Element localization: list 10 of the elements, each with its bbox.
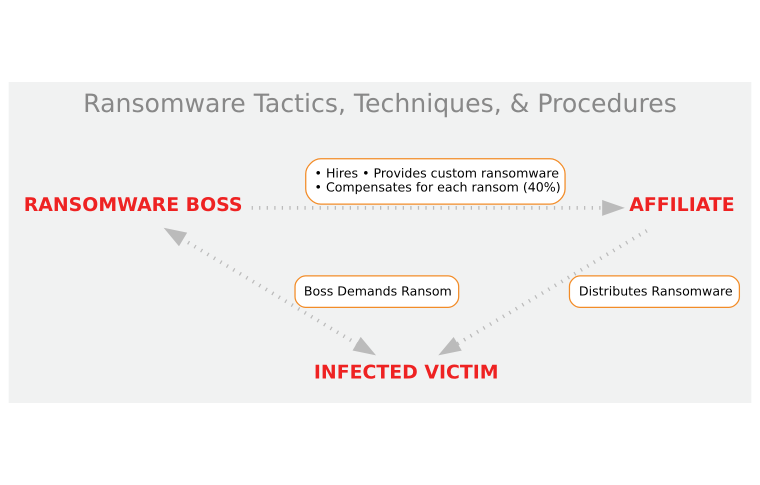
node-text: INFECTED VICTIM: [314, 361, 499, 384]
node-text: RANSOMWARE BOSS: [24, 194, 242, 216]
node-text: AFFILIATE: [629, 194, 735, 216]
edge-label: Boss Demands Ransom: [304, 283, 452, 298]
edge-label: • Hires • Provides custom ransomware • Compensates for each ransom (40%): [314, 166, 561, 195]
arrow: [252, 200, 625, 216]
arrow: [164, 228, 376, 356]
diagram-title: Ransomware Tactics, Techniques, & Procedures: [83, 89, 677, 118]
edge-label: Distributes Ransomware: [578, 283, 733, 298]
arrow: [438, 229, 648, 356]
